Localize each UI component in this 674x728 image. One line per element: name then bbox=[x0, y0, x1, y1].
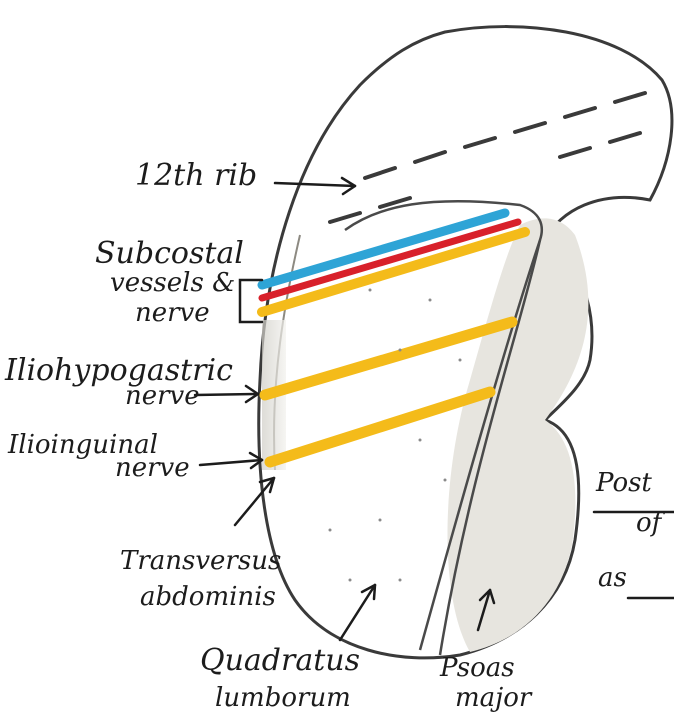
side-text-line3: as bbox=[598, 565, 627, 592]
subcostal-label-line3: nerve bbox=[135, 300, 210, 327]
subcostal-label-line1: Subcostal bbox=[95, 238, 244, 270]
quadratus-label-line2: lumborum bbox=[215, 685, 351, 712]
transversus-label-line1: Transversus bbox=[120, 548, 281, 575]
quadratus-label-line1: Quadratus bbox=[200, 645, 360, 677]
iliohypogastric-arrow bbox=[195, 394, 258, 395]
side-text-line1: Post bbox=[596, 470, 652, 497]
ilioinguinal-arrow bbox=[200, 460, 262, 465]
rib-label: 12th rib bbox=[135, 160, 257, 192]
psoas-label-line2: major bbox=[455, 685, 531, 712]
side-text-line2: of bbox=[636, 510, 661, 537]
ilioinguinal-label-line2: nerve bbox=[115, 455, 190, 482]
iliohypogastric-label-line2: nerve bbox=[125, 383, 200, 410]
psoas-label-line1: Psoas bbox=[440, 655, 515, 682]
subcostal-label-line2: vessels & bbox=[110, 270, 235, 297]
transversus-label-line2: abdominis bbox=[140, 584, 276, 611]
